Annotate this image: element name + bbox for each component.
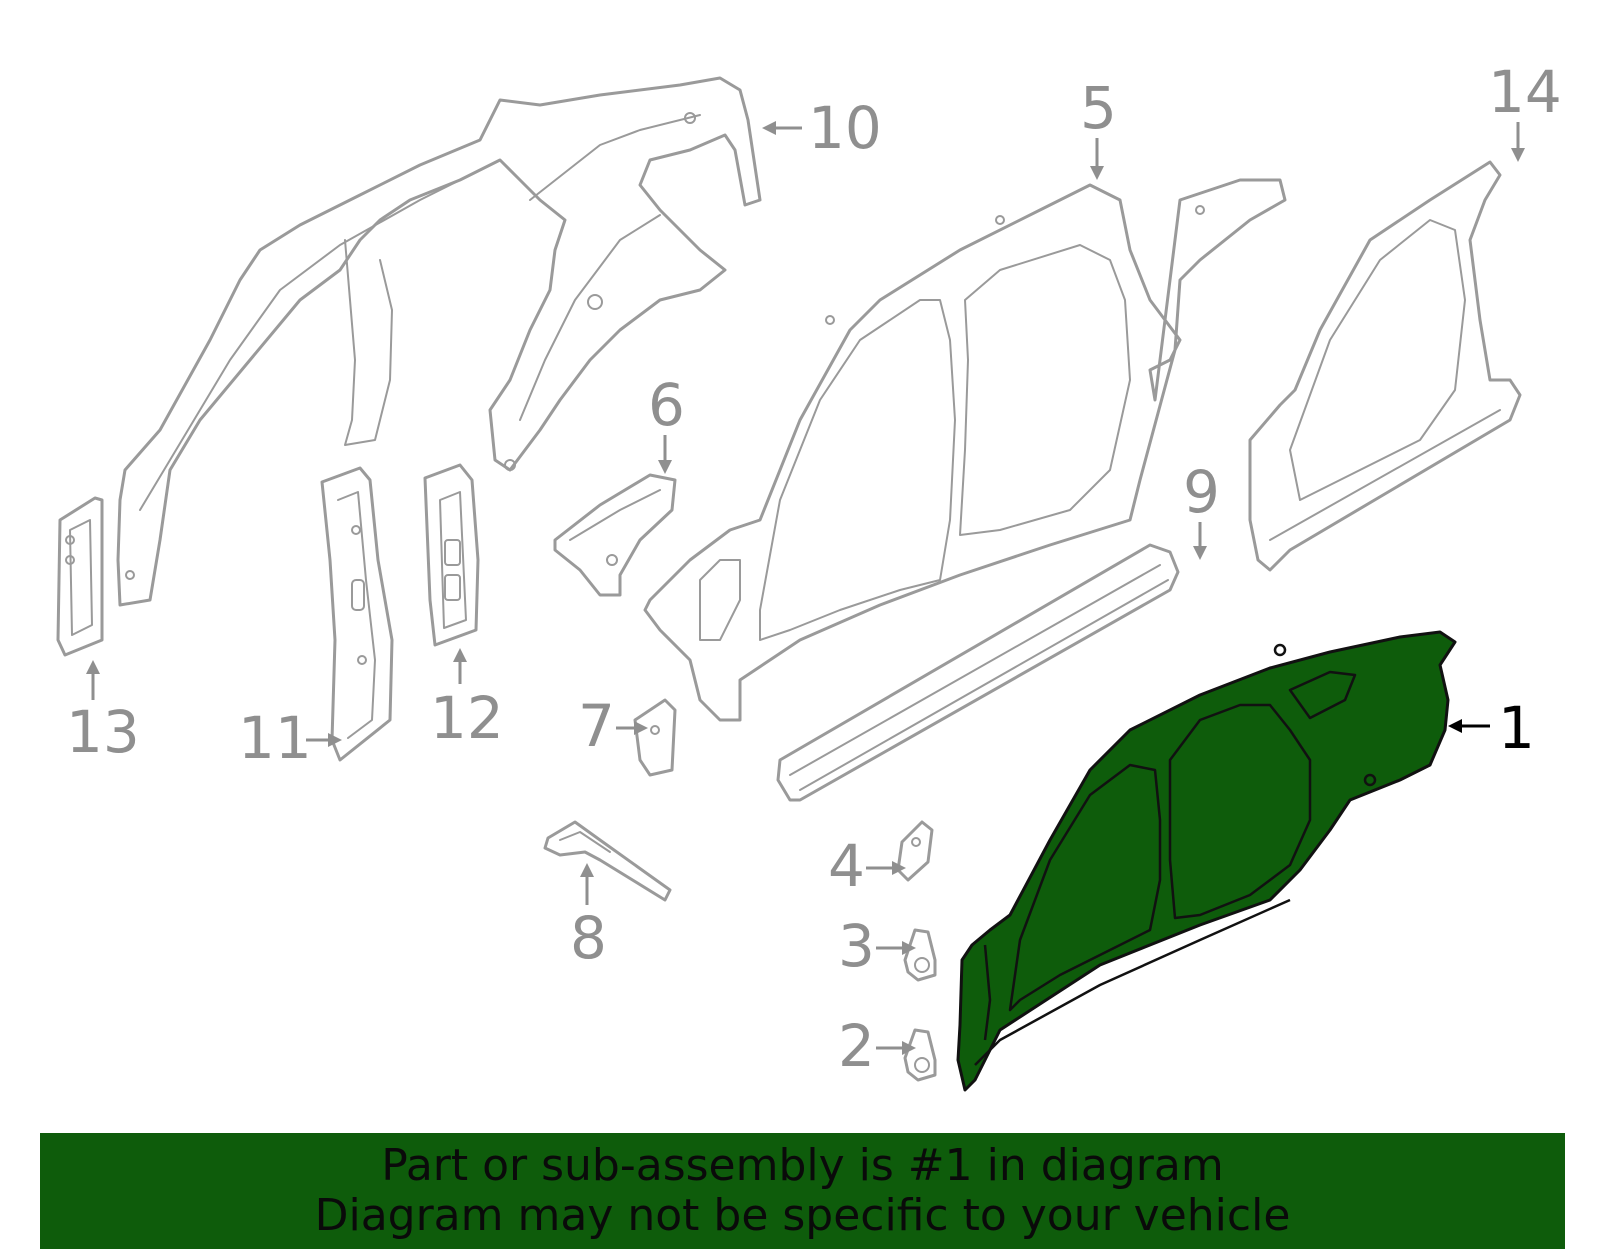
part-3 (903, 928, 937, 982)
callout-1: 1 (1448, 694, 1535, 762)
part-5-body-side-inner (643, 178, 1287, 722)
part-1-body-side-outer-highlighted (956, 630, 1457, 1092)
part-11 (320, 466, 394, 762)
callout-6-label: 6 (648, 371, 685, 439)
info-banner: Part or sub-assembly is #1 in diagram Di… (40, 1133, 1565, 1249)
part-6 (553, 473, 677, 597)
callout-11: 11 (238, 704, 342, 772)
callout-10: 10 (762, 94, 882, 162)
callout-14: 14 (1488, 58, 1562, 162)
callout-9: 9 (1183, 458, 1220, 560)
callout-4: 4 (828, 832, 906, 900)
part-12 (423, 463, 480, 647)
callout-1-label: 1 (1498, 694, 1535, 762)
part-10-roof-rail (116, 76, 762, 607)
callout-2-label: 2 (838, 1012, 875, 1080)
banner-line-2: Diagram may not be specific to your vehi… (314, 1190, 1291, 1241)
part-7 (633, 698, 677, 777)
callout-14-label: 14 (1488, 58, 1562, 126)
part-8 (543, 820, 672, 902)
part-2 (903, 1028, 937, 1082)
callout-8-label: 8 (570, 904, 607, 972)
callout-3: 3 (838, 912, 916, 980)
callout-12-label: 12 (430, 684, 504, 752)
callout-9-label: 9 (1183, 458, 1220, 526)
part-4 (896, 820, 934, 882)
callout-2: 2 (838, 1012, 916, 1080)
callout-5-label: 5 (1080, 74, 1117, 142)
callout-12: 12 (430, 648, 504, 752)
callout-3-label: 3 (838, 912, 875, 980)
banner-line-1: Part or sub-assembly is #1 in diagram (381, 1140, 1224, 1191)
callout-13-label: 13 (66, 698, 140, 766)
callout-11-label: 11 (238, 704, 312, 772)
callout-8: 8 (570, 863, 607, 972)
callout-13: 13 (66, 660, 140, 766)
callout-7: 7 (578, 692, 648, 760)
callout-6: 6 (648, 371, 685, 474)
callout-5: 5 (1080, 74, 1117, 180)
part-14-outer-panel (1248, 160, 1522, 572)
part-9-rocker (776, 543, 1180, 802)
callout-4-label: 4 (828, 832, 865, 900)
callout-10-label: 10 (808, 94, 882, 162)
part-1-fill (956, 630, 1457, 1092)
callout-7-label: 7 (578, 692, 615, 760)
part-13 (56, 496, 104, 657)
